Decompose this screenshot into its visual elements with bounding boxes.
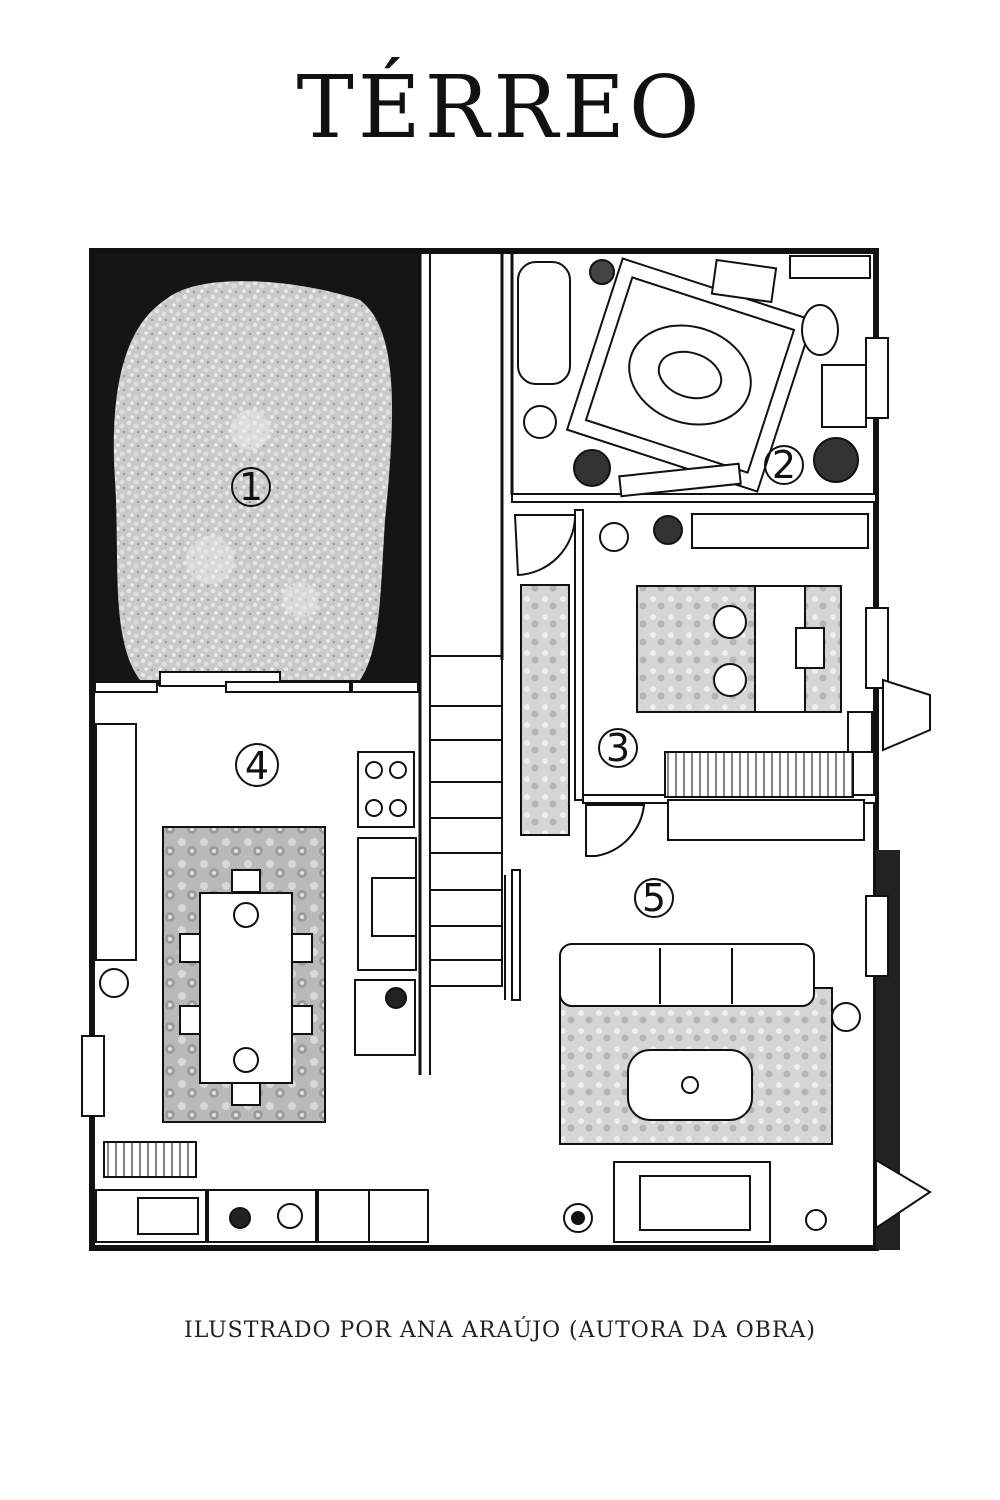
illustration-credit: ILUSTRADO POR ANA ARAÚJO (AUTORA DA OBRA…	[184, 1318, 816, 1343]
page-title: TÉRREO	[296, 58, 704, 158]
doors	[513, 514, 646, 857]
room-number-4: 4	[245, 744, 269, 788]
living-furniture	[559, 943, 861, 1243]
room-number-5: 5	[642, 876, 666, 920]
room-number-3: 3	[606, 726, 630, 770]
room-numbers: 1 2 3 4 5	[231, 443, 804, 920]
room-number-2: 2	[772, 443, 796, 487]
room-3-furniture	[520, 513, 873, 841]
room-number-1: 1	[239, 465, 263, 509]
garden	[95, 254, 419, 686]
room-2-furniture	[517, 255, 871, 498]
staircase	[429, 655, 521, 1001]
windows	[81, 337, 932, 1230]
dining-furniture	[95, 723, 429, 1243]
